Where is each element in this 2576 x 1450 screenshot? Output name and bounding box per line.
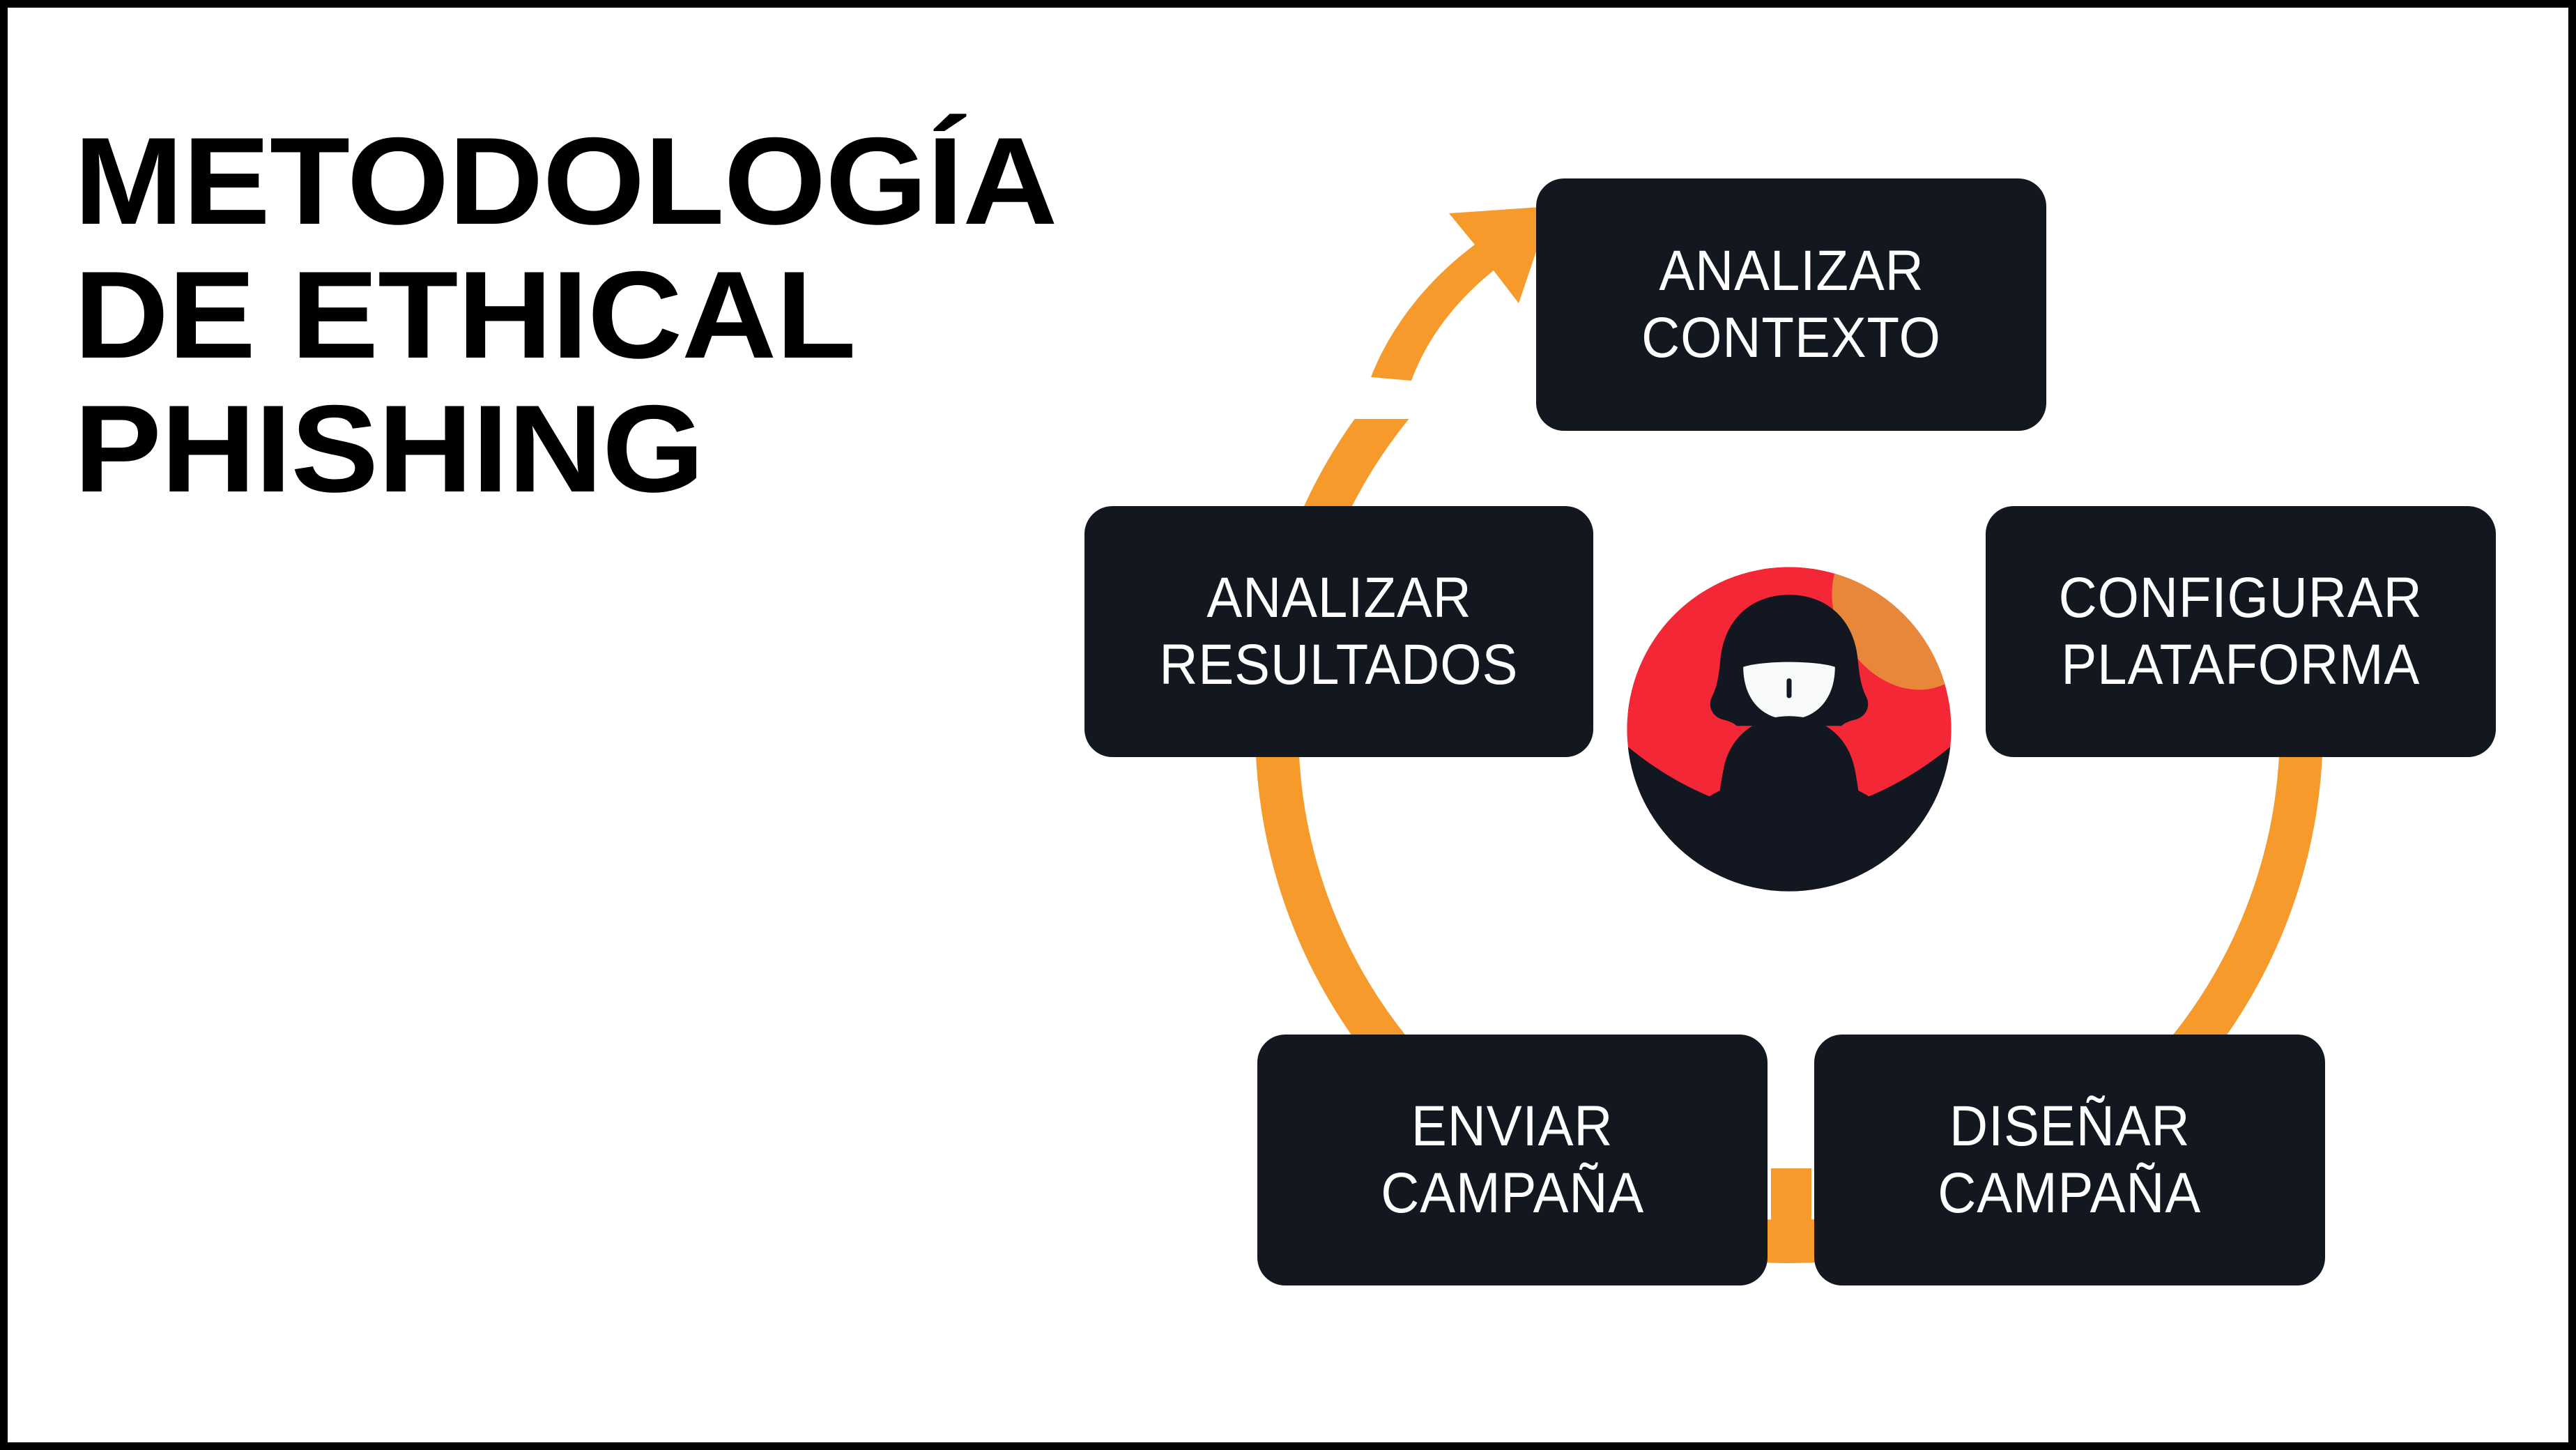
cycle-arrow-head [1371, 206, 1551, 381]
cycle-node-disenar-campana[interactable]: DISEÑAR CAMPAÑA [1814, 1035, 2325, 1285]
cycle-node-enviar-campana[interactable]: ENVIAR CAMPAÑA [1257, 1035, 1768, 1285]
cycle-node-label-line1: CONFIGURAR [2059, 566, 2423, 629]
cycle-node-label-line2: RESULTADOS [1159, 633, 1519, 696]
hacker-hoodie-svg [1627, 567, 1952, 892]
cycle-node-analizar-contexto[interactable]: ANALIZAR CONTEXTO [1536, 178, 2046, 431]
cycle-node-label-line2: CAMPAÑA [1938, 1161, 2202, 1225]
title-line-2: DE ETHICAL [74, 245, 857, 384]
cycle-diagram: ANALIZAR CONTEXTO CONFIGURAR PLATAFORMA … [8, 8, 2568, 1442]
page-title: METODOLOGÍA DE ETHICAL PHISHING [74, 119, 1119, 511]
cycle-node-label-line2: PLATAFORMA [2061, 633, 2421, 696]
cycle-node-label-line1: ENVIAR [1411, 1094, 1613, 1158]
badge-orange-wedge [1832, 572, 1947, 690]
title-line-3: PHISHING [74, 379, 705, 518]
cycle-node-label-line1: ANALIZAR [1658, 239, 1924, 303]
cycle-node-configurar-plataforma[interactable]: CONFIGURAR PLATAFORMA [1986, 506, 2496, 757]
badge-foreground-mound [1645, 774, 1933, 887]
badge-face-mark [1786, 678, 1792, 699]
cycle-node-label-line1: ANALIZAR [1206, 566, 1472, 629]
cycle-node-label-line1: DISEÑAR [1949, 1094, 2191, 1158]
cycle-node-analizar-resultados[interactable]: ANALIZAR RESULTADOS [1084, 506, 1593, 757]
cycle-connector-bottom [1771, 1168, 1811, 1245]
cycle-node-label-line2: CONTEXTO [1641, 306, 1941, 369]
hacker-hoodie-icon [1625, 565, 1953, 893]
title-line-1: METODOLOGÍA [74, 112, 1058, 250]
cycle-node-label-line2: CAMPAÑA [1381, 1161, 1644, 1225]
